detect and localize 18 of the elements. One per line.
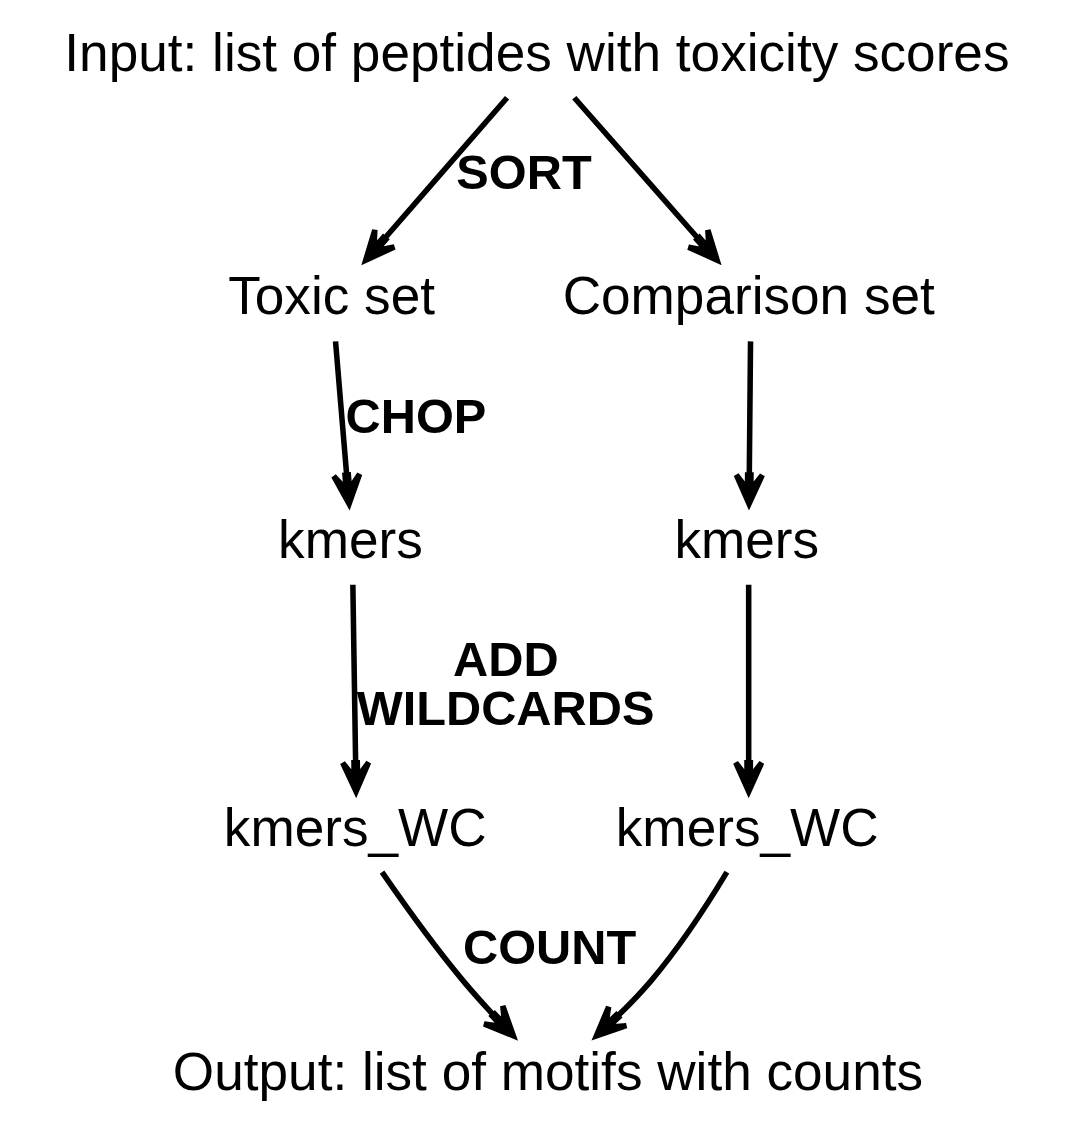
edge-label: ADD WILDCARDS: [356, 632, 654, 736]
edge-label: SORT: [455, 145, 592, 200]
arrow: [379, 870, 516, 1039]
node-text: Comparison set: [562, 266, 935, 326]
arrow: [593, 870, 729, 1039]
arrow: [571, 95, 720, 263]
arrow: [362, 95, 509, 263]
arrow: [339, 584, 371, 795]
node-text: kmers_WC: [615, 797, 879, 857]
node-text: kmers_WC: [223, 797, 487, 857]
node-text: Output: list of motifs with counts: [172, 1041, 923, 1101]
edge-label: CHOP: [345, 388, 486, 443]
node-text: kmers: [673, 510, 819, 570]
arrow: [732, 584, 764, 795]
edge-label: COUNT: [462, 920, 636, 975]
node-text: Toxic set: [227, 266, 435, 326]
node-text: kmers: [277, 510, 423, 570]
node-text: Input: list of peptides with toxicity scores: [63, 22, 1009, 82]
